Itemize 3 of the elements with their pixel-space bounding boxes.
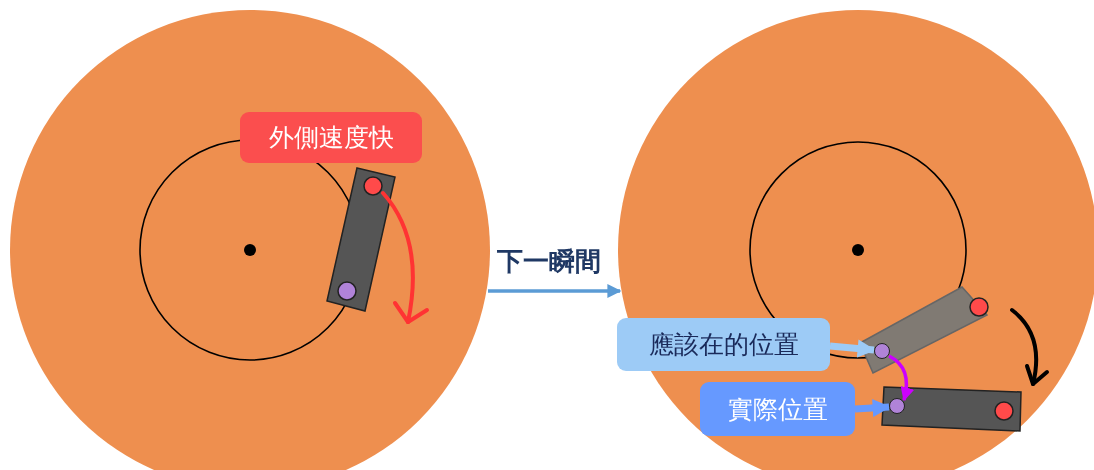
arrow [888, 354, 914, 402]
callout-label: 外側速度快 [240, 112, 422, 163]
arrow [488, 284, 622, 298]
